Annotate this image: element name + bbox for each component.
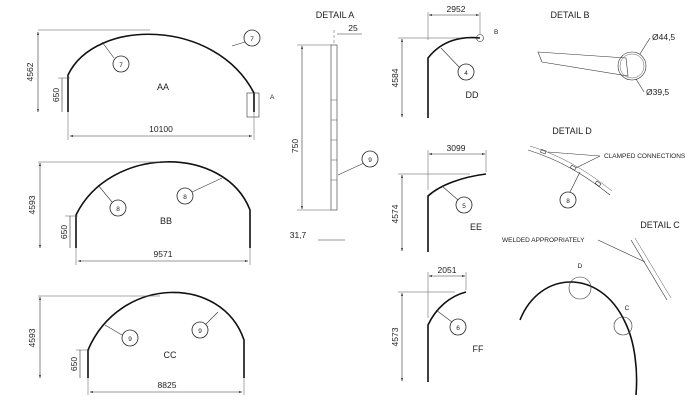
width-value-ff: 2051 <box>438 265 457 275</box>
height-value-ee: 4574 <box>390 204 400 223</box>
item-bubble-ff <box>449 318 467 336</box>
view-dd: B 2952 4584 DD 4 <box>390 4 498 118</box>
width-value-cc: 8825 <box>158 380 177 390</box>
svg-text:6: 6 <box>456 325 460 332</box>
detail-a-title: DETAIL A <box>316 10 355 20</box>
view-aa: A 4562 650 10100 AA 7 7 <box>25 29 275 140</box>
arch-profile-bb <box>75 161 251 248</box>
detail-c-callout-circle <box>613 316 633 336</box>
arch-profile-dd <box>427 36 481 118</box>
height-value-cc: 4593 <box>27 328 37 347</box>
view-bb: 4593 650 9571 BB 8 8 <box>27 161 251 265</box>
svg-text:7: 7 <box>250 36 254 43</box>
detail-a-marker-box <box>246 92 260 118</box>
base-value-cc: 650 <box>69 357 79 371</box>
outer-diameter-label: Ø44,5 <box>652 32 675 42</box>
item-bubble-aa-left <box>112 55 130 73</box>
base-value-bb: 650 <box>59 225 69 239</box>
detail-c-callout-label: C <box>625 305 630 312</box>
svg-text:9: 9 <box>198 328 202 335</box>
item-bubble-detail-d <box>559 191 577 209</box>
detail-b-inner-circle <box>619 53 645 79</box>
detail-c: DETAIL C WELDED APPROPRIATELY D C <box>502 220 680 396</box>
item-bubble-bb-left <box>109 199 127 217</box>
svg-text:8: 8 <box>566 198 570 205</box>
item-bubble-dd <box>457 63 475 81</box>
arch-profile-cc <box>87 291 245 378</box>
view-cc: 4593 650 8825 CC 9 9 <box>27 291 245 395</box>
width-value-ee: 3099 <box>447 143 466 153</box>
item-bubble-ee <box>455 196 473 214</box>
clamp-3 <box>594 180 602 187</box>
view-ee: 3099 4574 EE 5 <box>390 143 487 252</box>
svg-text:8: 8 <box>183 194 187 201</box>
arch-profile-aa <box>67 33 255 112</box>
section-label-aa: AA <box>157 82 169 92</box>
section-label-dd: DD <box>466 90 479 100</box>
height-value-aa: 4562 <box>25 62 35 81</box>
inner-diameter-label: Ø39,5 <box>646 87 669 97</box>
base-value-aa: 650 <box>51 88 61 102</box>
detail-d-profile <box>527 149 611 196</box>
svg-text:7: 7 <box>119 62 123 69</box>
width-value-bb: 9571 <box>154 249 173 259</box>
detail-c-arch <box>519 281 638 396</box>
detail-a-ref-label: A <box>270 94 275 101</box>
section-label-ee: EE <box>470 222 482 232</box>
clamp-2 <box>569 164 577 171</box>
svg-text:5: 5 <box>462 203 466 210</box>
clamp-1 <box>540 148 547 155</box>
detail-b-title: DETAIL B <box>550 10 589 20</box>
welded-note: WELDED APPROPRIATELY <box>502 237 585 244</box>
clamped-connections-note: CLAMPED CONNECTIONS <box>604 153 686 160</box>
width-value-dd: 2952 <box>447 4 466 14</box>
item-bubble-cc-right <box>191 321 209 339</box>
item-bubble-detail-a <box>361 150 379 168</box>
section-label-cc: CC <box>164 350 177 360</box>
detail-a: DETAIL A 25 750 31,7 9 <box>290 10 379 241</box>
item-bubble-cc-left <box>121 329 139 347</box>
item-bubble-aa-right <box>243 29 261 47</box>
detail-b-tube-profile <box>537 51 629 77</box>
svg-text:9: 9 <box>368 157 372 164</box>
detail-d: DETAIL D CLAMPED CONNECTIONS 8 <box>527 126 686 209</box>
detail-b-marker <box>476 34 484 42</box>
svg-text:4: 4 <box>464 70 468 77</box>
height-value-bb: 4593 <box>27 195 37 214</box>
arch-profile-ff <box>427 291 467 382</box>
height-value-dd: 4584 <box>390 68 400 87</box>
item-bubble-bb-right <box>176 187 194 205</box>
detail-d-callout-label: D <box>578 263 583 270</box>
arch-profile-ee <box>427 173 487 252</box>
svg-text:8: 8 <box>116 206 120 213</box>
detail-c-profile <box>630 239 668 301</box>
bottom-value-detail-a: 31,7 <box>290 230 307 240</box>
height-value-detail-a: 750 <box>290 139 300 153</box>
detail-a-profile <box>330 44 338 211</box>
width-value-aa: 10100 <box>149 124 173 134</box>
view-ff: 2051 4573 FF 6 <box>390 265 484 382</box>
section-label-ff: FF <box>473 344 484 354</box>
height-value-ff: 4573 <box>390 327 400 346</box>
detail-d-callout-circle <box>568 276 592 300</box>
detail-d-title: DETAIL D <box>552 126 592 136</box>
section-label-bb: BB <box>160 216 172 226</box>
detail-c-title: DETAIL C <box>640 220 680 230</box>
svg-text:9: 9 <box>128 336 132 343</box>
detail-b-outer-circle <box>617 51 647 81</box>
top-value-detail-a: 25 <box>348 23 358 33</box>
detail-b: DETAIL B Ø44,5 Ø39,5 <box>537 10 675 97</box>
detail-b-ref-label: B <box>494 29 498 36</box>
